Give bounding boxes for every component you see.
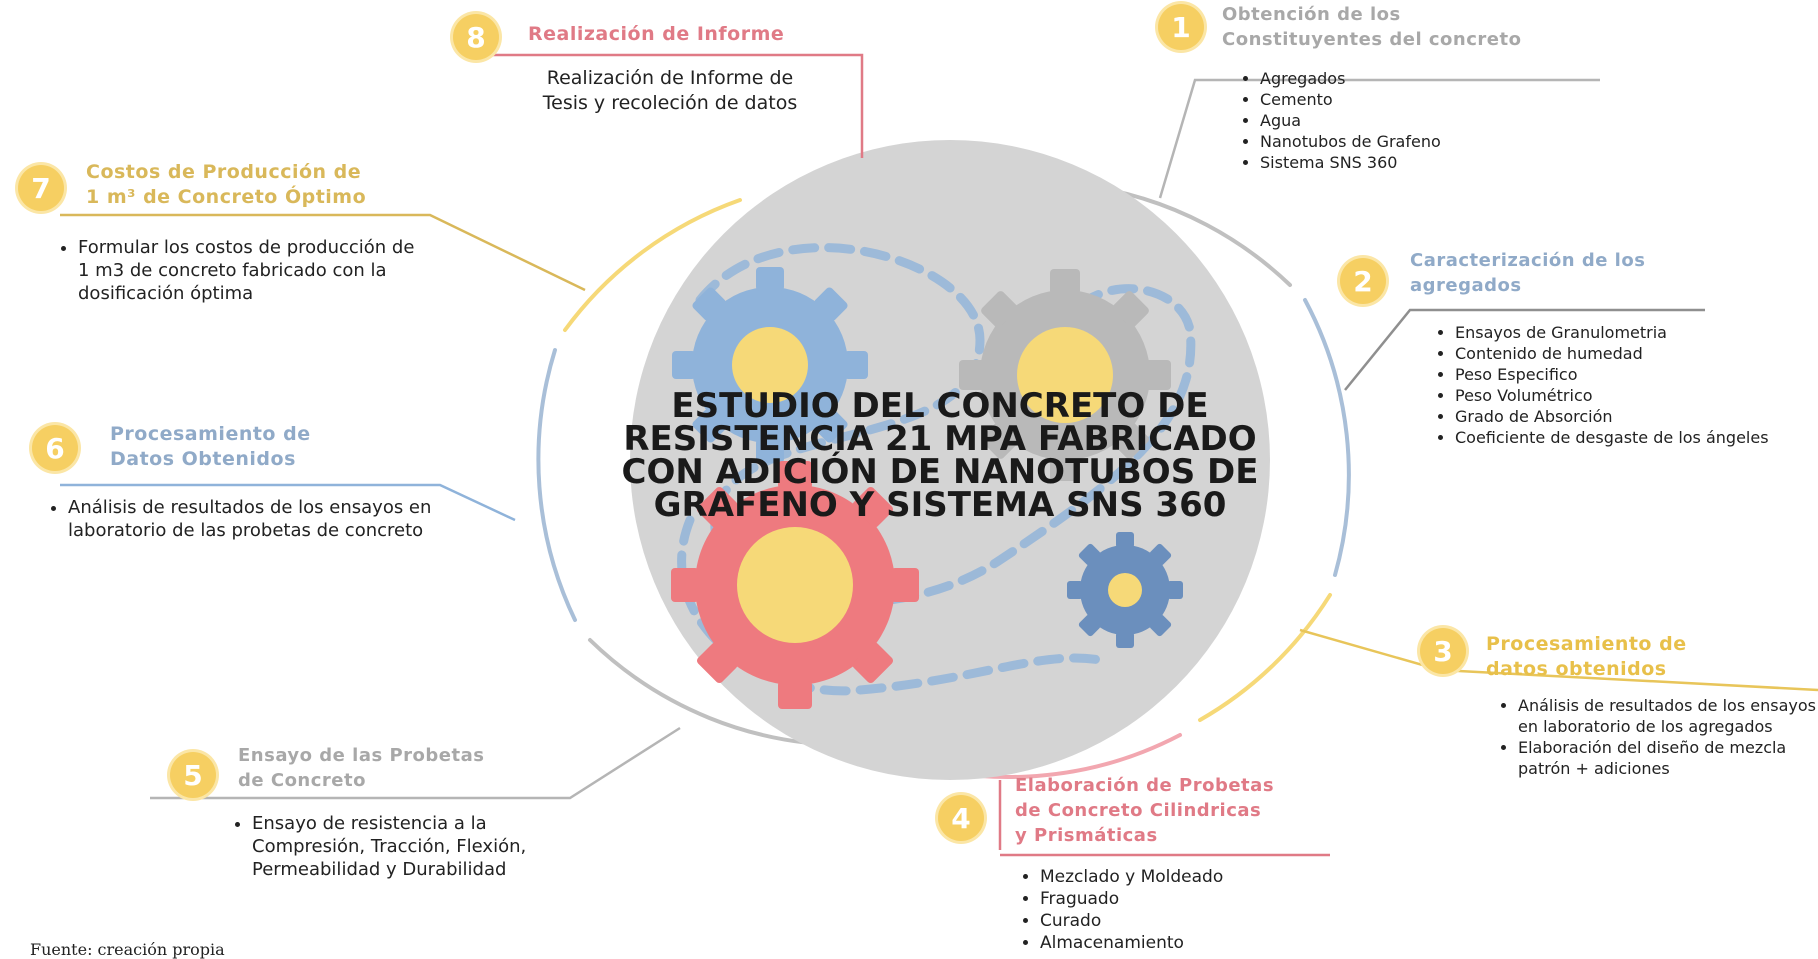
ring-arc-gold-right bbox=[1198, 593, 1332, 722]
list-item: Agua bbox=[1260, 110, 1640, 131]
connector-5 bbox=[150, 726, 681, 800]
step-4-title: Elaboración de Probetas de Concreto Cili… bbox=[1015, 773, 1355, 848]
connector-7 bbox=[60, 213, 586, 292]
step-5-title-line2: de Concreto bbox=[238, 770, 366, 791]
step-1-title-line2: Constituyentes del concreto bbox=[1222, 29, 1522, 50]
list-item: Agregados bbox=[1260, 68, 1640, 89]
list-item: Contenido de humedad bbox=[1455, 343, 1818, 364]
gear-blue-icon bbox=[672, 267, 868, 463]
step-6-list: Análisis de resultados de los ensayos en… bbox=[38, 496, 438, 542]
step-1-list: Agregados Cemento Agua Nanotubos de Graf… bbox=[1230, 68, 1640, 173]
step-5-list: Ensayo de resistencia a la Compresión, T… bbox=[222, 812, 582, 881]
step-4-title-line3: y Prismáticas bbox=[1015, 825, 1158, 846]
connector-6 bbox=[60, 483, 516, 522]
step-2-title: Caracterización de los agregados bbox=[1410, 248, 1645, 298]
list-item: Grado de Absorción bbox=[1455, 406, 1818, 427]
connector-2 bbox=[1344, 308, 1705, 391]
step-3-title-line1: Procesamiento de bbox=[1486, 633, 1687, 655]
step-2-badge: 2 bbox=[1340, 258, 1386, 304]
ring-arc-gold-topleft bbox=[563, 198, 742, 332]
list-item: Peso Volumétrico bbox=[1455, 385, 1818, 406]
step-6-badge: 6 bbox=[32, 425, 78, 471]
step-1-badge: 1 bbox=[1158, 4, 1204, 50]
step-4-badge: 4 bbox=[938, 795, 984, 841]
list-item: Análisis de resultados de los ensayos en… bbox=[68, 496, 438, 542]
step-2-title-line2: agregados bbox=[1410, 275, 1522, 296]
list-item: Ensayos de Granulometria bbox=[1455, 322, 1818, 343]
step-3-title: Procesamiento de datos obtenidos bbox=[1486, 632, 1687, 682]
step-6-title-line2: Datos Obtenidos bbox=[110, 448, 296, 470]
step-5-title: Ensayo de las Probetas de Concreto bbox=[238, 743, 484, 793]
list-item: Sistema SNS 360 bbox=[1260, 152, 1640, 173]
step-3-title-line2: datos obtenidos bbox=[1486, 658, 1667, 680]
step-7-badge: 7 bbox=[18, 165, 64, 211]
step-4-list: Mezclado y Moldeado Fraguado Curado Alma… bbox=[1010, 866, 1370, 954]
step-1-title-line1: Obtención de los bbox=[1222, 4, 1401, 25]
gear-grey-icon bbox=[959, 269, 1171, 481]
ring-arc-blue-right bbox=[1303, 298, 1351, 577]
list-item: Peso Especifico bbox=[1455, 364, 1818, 385]
step-8-description: Realización de Informe de Tesis y recole… bbox=[490, 66, 850, 116]
ring-arc-grey-topright bbox=[1108, 188, 1292, 287]
source-caption: Fuente: creación propia bbox=[30, 940, 225, 959]
step-3-list: Análisis de resultados de los ensayos en… bbox=[1488, 695, 1818, 779]
list-item: Coeficiente de desgaste de los ángeles bbox=[1455, 427, 1818, 448]
step-6-title: Procesamiento de Datos Obtenidos bbox=[110, 422, 311, 472]
gear-red-icon bbox=[671, 461, 919, 709]
list-item: Mezclado y Moldeado bbox=[1040, 866, 1370, 888]
list-item: Nanotubos de Grafeno bbox=[1260, 131, 1640, 152]
list-item: Elaboración del diseño de mezcla patrón … bbox=[1518, 737, 1818, 779]
ring-arc-blue-left bbox=[536, 348, 577, 622]
step-7-title-line2: 1 m³ de Concreto Óptimo bbox=[86, 186, 367, 208]
list-item: Formular los costos de producción de 1 m… bbox=[78, 236, 428, 305]
step-2-title-line1: Caracterización de los bbox=[1410, 250, 1646, 271]
step-2-list: Ensayos de Granulometria Contenido de hu… bbox=[1425, 322, 1818, 448]
list-item: Cemento bbox=[1260, 89, 1640, 110]
list-item: Ensayo de resistencia a la Compresión, T… bbox=[252, 812, 582, 881]
center-title: ESTUDIO DEL CONCRETO DE RESISTENCIA 21 M… bbox=[621, 386, 1259, 525]
list-item: Almacenamiento bbox=[1040, 932, 1370, 954]
step-8-text-line1: Realización de Informe de bbox=[546, 67, 794, 89]
gear-small-blue-icon bbox=[1067, 532, 1183, 648]
list-item: Análisis de resultados de los ensayos en… bbox=[1518, 695, 1818, 737]
step-5-title-line1: Ensayo de las Probetas bbox=[238, 745, 485, 766]
step-3-badge: 3 bbox=[1420, 628, 1466, 674]
step-8-title: Realización de Informe bbox=[528, 23, 785, 45]
step-5-badge: 5 bbox=[170, 752, 216, 798]
connector-8 bbox=[478, 53, 864, 158]
step-7-title: Costos de Producción de 1 m³ de Concreto… bbox=[86, 160, 366, 210]
step-7-title-line1: Costos de Producción de bbox=[86, 161, 362, 183]
step-4-title-line2: de Concreto Cilindricas bbox=[1015, 800, 1262, 821]
step-7-list: Formular los costos de producción de 1 m… bbox=[48, 236, 428, 305]
step-4-title-line1: Elaboración de Probetas bbox=[1015, 775, 1275, 796]
step-6-title-line1: Procesamiento de bbox=[110, 423, 311, 445]
list-item: Curado bbox=[1040, 910, 1370, 932]
step-8-text-line2: Tesis y recoleción de datos bbox=[542, 92, 798, 114]
step-1-title: Obtención de los Constituyentes del conc… bbox=[1222, 2, 1521, 52]
connector-1 bbox=[1158, 78, 1600, 199]
list-item: Fraguado bbox=[1040, 888, 1370, 910]
step-8-badge: 8 bbox=[453, 14, 499, 60]
